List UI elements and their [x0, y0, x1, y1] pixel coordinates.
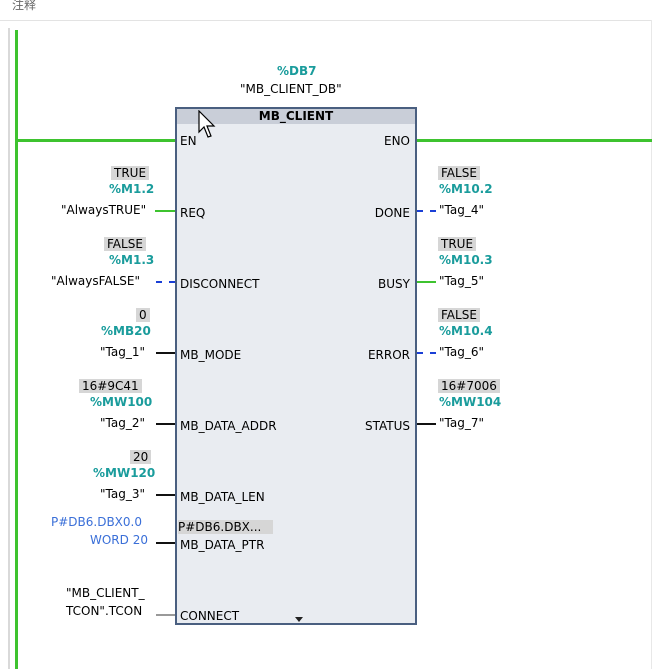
pin-error[interactable]: ERROR — [367, 348, 410, 362]
mb-mode-wire — [156, 352, 175, 354]
done-address: %M10.2 — [439, 182, 493, 196]
error-monitor-value: FALSE — [438, 308, 480, 322]
pin-mb-mode[interactable]: MB_MODE — [180, 348, 242, 362]
en-wire — [15, 139, 175, 142]
mb-data-addr-wire — [156, 423, 175, 425]
mb-data-ptr-actual-value: P#DB6.DBX... — [178, 520, 273, 534]
comment-divider — [0, 20, 652, 21]
db-address: %DB7 — [277, 64, 317, 78]
status-wire — [417, 423, 436, 425]
status-address: %MW104 — [439, 395, 502, 409]
mb-data-len-address: %MW120 — [93, 466, 156, 480]
req-monitor-value: TRUE — [111, 166, 150, 180]
mb-mode-monitor-value: 0 — [136, 308, 150, 322]
pin-disconnect[interactable]: DISCONNECT — [180, 277, 260, 291]
mb-data-addr-tag[interactable]: "Tag_2" — [100, 416, 145, 430]
mb-data-ptr-wire — [156, 542, 175, 544]
pin-req[interactable]: REQ — [180, 206, 206, 220]
mb-mode-address: %MB20 — [101, 324, 151, 338]
mb-mode-tag[interactable]: "Tag_1" — [100, 345, 145, 359]
mb-data-len-wire — [156, 494, 175, 496]
connect-tag-line2[interactable]: TCON".TCON — [66, 604, 143, 618]
power-rail — [15, 30, 18, 669]
network-rail — [8, 28, 10, 669]
done-wire — [417, 210, 436, 212]
busy-monitor-value: TRUE — [438, 237, 477, 251]
req-tag[interactable]: "AlwaysTRUE" — [61, 203, 147, 217]
pin-mb-data-addr[interactable]: MB_DATA_ADDR — [180, 419, 277, 433]
done-monitor-value: FALSE — [438, 166, 480, 180]
error-address: %M10.4 — [439, 324, 493, 338]
eno-wire — [417, 139, 652, 142]
error-tag[interactable]: "Tag_6" — [439, 345, 484, 359]
pin-en[interactable]: EN — [180, 134, 197, 148]
req-wire — [155, 210, 175, 212]
disconnect-tag[interactable]: "AlwaysFALSE" — [51, 274, 140, 288]
done-tag[interactable]: "Tag_4" — [439, 203, 484, 217]
mb-data-len-tag[interactable]: "Tag_3" — [100, 487, 145, 501]
pin-done[interactable]: DONE — [374, 206, 410, 220]
busy-tag[interactable]: "Tag_5" — [439, 274, 484, 288]
mb-data-len-monitor-value: 20 — [130, 450, 152, 464]
pin-status[interactable]: STATUS — [364, 419, 410, 433]
disconnect-wire — [156, 281, 175, 283]
mb-data-addr-monitor-value: 16#9C41 — [79, 379, 142, 393]
pin-connect[interactable]: CONNECT — [180, 609, 240, 623]
mb-data-ptr-line1[interactable]: P#DB6.DBX0.0 — [51, 515, 142, 529]
error-wire — [417, 352, 436, 354]
req-address: %M1.2 — [109, 182, 155, 196]
network-comment-label[interactable]: 注释 — [12, 0, 37, 12]
db-name[interactable]: "MB_CLIENT_DB" — [240, 82, 342, 96]
mouse-cursor-icon — [198, 110, 216, 138]
busy-wire — [417, 281, 436, 283]
status-tag[interactable]: "Tag_7" — [439, 416, 484, 430]
disconnect-address: %M1.3 — [109, 253, 155, 267]
expand-arrow-icon[interactable] — [295, 617, 303, 622]
pin-mb-data-ptr[interactable]: MB_DATA_PTR — [180, 538, 265, 552]
connect-wire — [156, 614, 175, 616]
mb-client-block[interactable]: MB_CLIENT EN ENO REQ DISCONNECT MB_MODE … — [175, 107, 417, 625]
disconnect-monitor-value: FALSE — [104, 237, 146, 251]
pin-busy[interactable]: BUSY — [378, 277, 410, 291]
status-monitor-value: 16#7006 — [438, 379, 500, 393]
busy-address: %M10.3 — [439, 253, 493, 267]
block-title: MB_CLIENT — [177, 109, 415, 124]
mb-data-addr-address: %MW100 — [90, 395, 153, 409]
pin-eno[interactable]: ENO — [383, 134, 410, 148]
mb-data-ptr-line2[interactable]: WORD 20 — [90, 533, 148, 547]
connect-tag-line1[interactable]: "MB_CLIENT_ — [66, 586, 145, 600]
pin-mb-data-len[interactable]: MB_DATA_LEN — [180, 490, 265, 504]
